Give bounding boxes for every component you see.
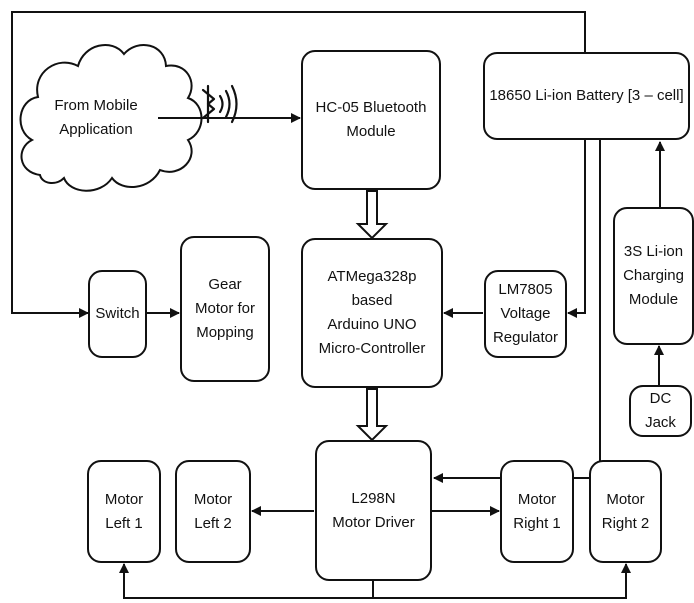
switch-box: Switch <box>88 270 147 358</box>
hollow-arrow-mcu-to-driver <box>355 388 389 442</box>
connector-bus-to-right-2 <box>373 563 631 599</box>
connector-battery-to-switch <box>11 11 586 318</box>
motor-right-1-box: Motor Right 1 <box>500 460 574 563</box>
gear-motor-box: Gear Motor for Mopping <box>180 236 270 382</box>
motor-driver-box: L298N Motor Driver <box>315 440 432 581</box>
cloud-shape <box>19 44 203 192</box>
motor-left-2-box: Motor Left 2 <box>175 460 251 563</box>
connector-bus-to-left-1 <box>119 563 374 599</box>
mobile-app-label: From Mobile Application <box>54 97 138 138</box>
voltage-regulator-box: LM7805 Voltage Regulator <box>484 270 567 358</box>
battery-box: 18650 Li-ion Battery [3 – cell] <box>483 52 690 140</box>
bluetooth-module-box: HC-05 Bluetooth Module <box>301 50 441 190</box>
charging-module-box: 3S Li-ion Charging Module <box>613 207 694 345</box>
motor-right-2-box: Motor Right 2 <box>589 460 662 563</box>
connector-battery-to-regulator <box>567 140 586 318</box>
microcontroller-box: ATMega328p based Arduino UNO Micro-Contr… <box>301 238 443 388</box>
motor-left-1-box: Motor Left 1 <box>87 460 161 563</box>
bluetooth-signal-icon <box>201 84 238 124</box>
hollow-arrow-bluetooth-to-mcu <box>355 190 389 240</box>
dc-jack-box: DC Jack <box>629 385 692 437</box>
